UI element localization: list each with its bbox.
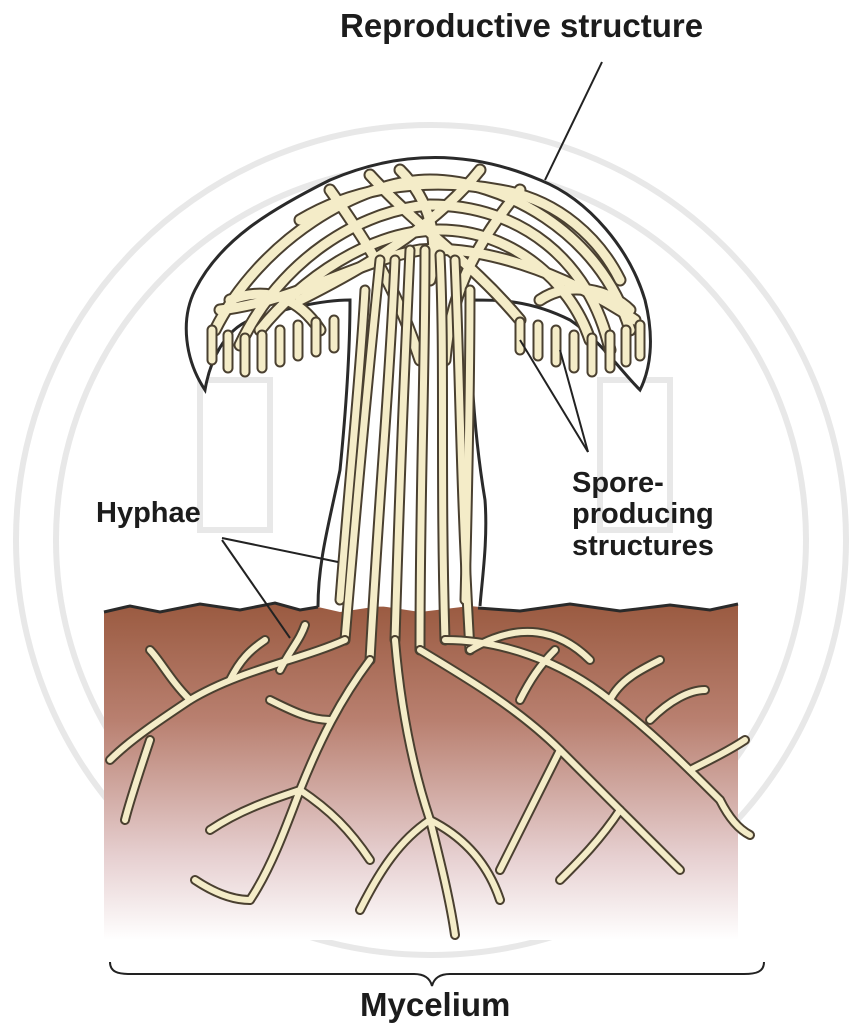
mycelium-label: Mycelium	[360, 987, 510, 1023]
mycelium-bracket	[110, 962, 764, 986]
spore-producing-structures-label: Spore- producing structures	[572, 468, 714, 562]
hyphae-leader-stalk	[222, 538, 338, 562]
spore-label-line-3: structures	[572, 531, 714, 562]
reproductive-structure-label: Reproductive structure	[340, 8, 703, 44]
spore-label-line-2: producing	[572, 499, 714, 530]
hyphae-label: Hyphae	[96, 498, 201, 529]
spore-label-line-1: Spore-	[572, 468, 714, 499]
reproductive-leader	[545, 62, 602, 180]
